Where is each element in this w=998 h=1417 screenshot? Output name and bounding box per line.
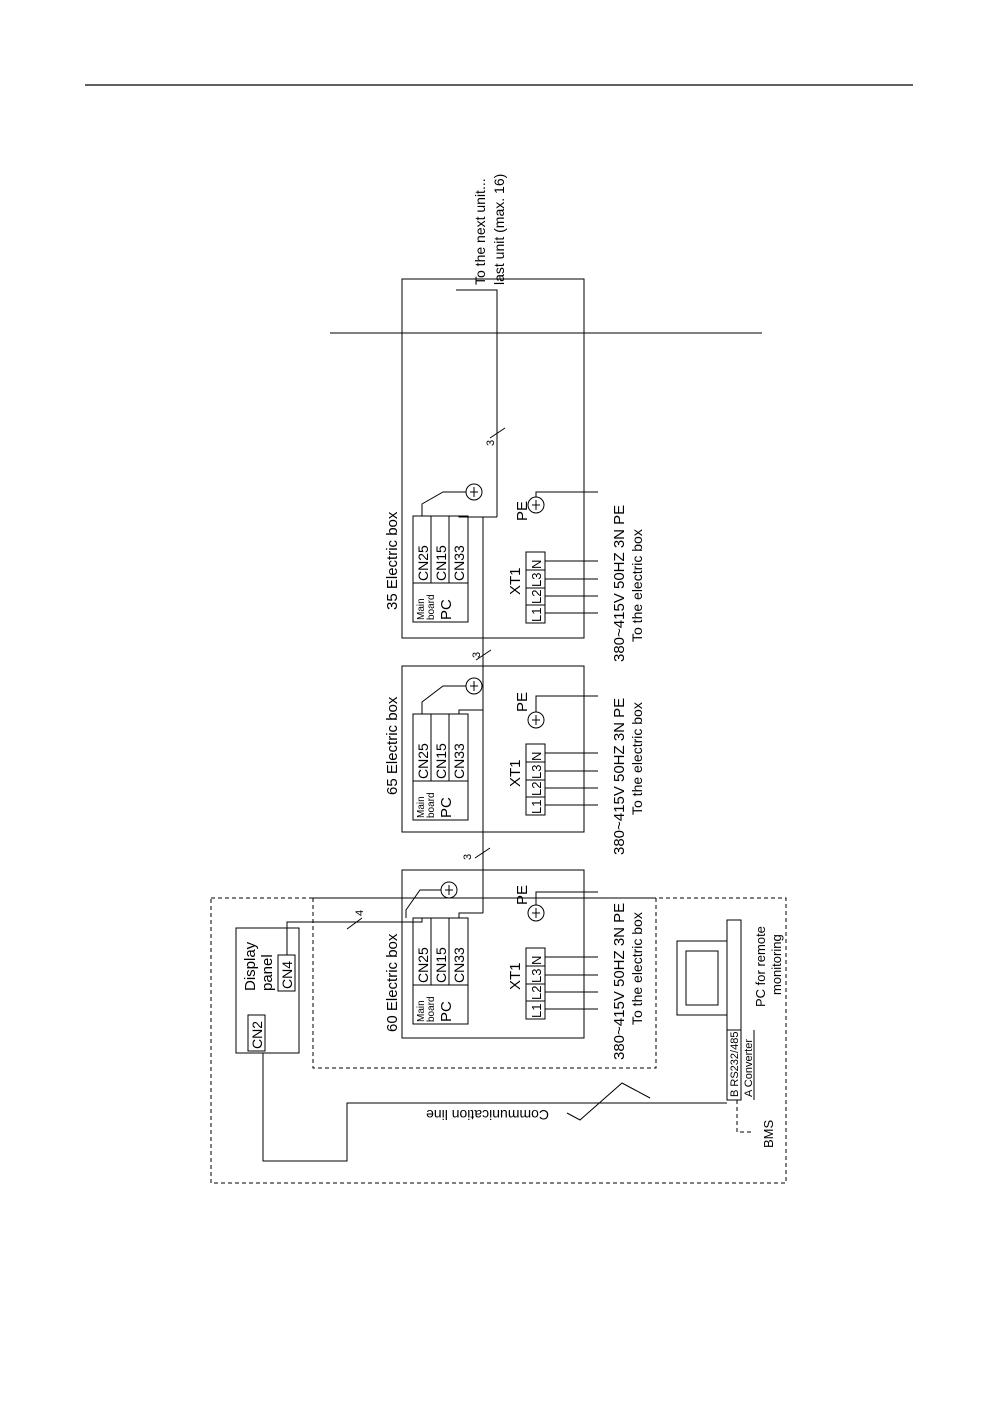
- terminal-n: N: [529, 560, 544, 569]
- wire-count-slash: [346, 917, 363, 930]
- main-board-label-line2: board: [426, 792, 437, 818]
- wire-count-slash: [475, 649, 492, 661]
- ground-wire: [421, 491, 466, 516]
- wire-count-label: 3: [462, 854, 474, 860]
- connector-cn15: CN15: [433, 947, 449, 983]
- pe-label: PE: [514, 501, 531, 521]
- electric-box-frame: [401, 665, 585, 833]
- pc-monitor-screen: [685, 950, 719, 1006]
- power-label-line2: To the electric box: [629, 912, 645, 1025]
- next-unit-label-line1: To the next unit...: [472, 178, 488, 285]
- power-label-line1: 380~415V 50HZ 3N PE: [611, 903, 628, 1060]
- connector-cn4: CN4: [279, 961, 295, 989]
- terminal-n: N: [529, 752, 544, 761]
- connector-cn15: CN15: [433, 545, 449, 581]
- pc-monitor-frame: [676, 940, 728, 1016]
- terminal-l1: L1: [529, 800, 544, 814]
- cn33-wire: [458, 709, 483, 714]
- terminal-l1: L1: [529, 1004, 544, 1018]
- pc-label: PC: [438, 599, 455, 620]
- ground-symbol: [465, 677, 483, 695]
- converter-label-line2: A Converter: [743, 1039, 755, 1097]
- connector-cn33: CN33: [451, 743, 467, 779]
- connector-cn2-box: [247, 1014, 266, 1052]
- wire-count-label: 3: [471, 652, 483, 658]
- terminal-l3: L3: [529, 969, 544, 983]
- pc-remote-label-line1: PC for remote: [753, 926, 768, 1007]
- electric-box-title: 35 Electric box: [384, 511, 401, 610]
- display-to-board-wire: [286, 918, 423, 955]
- ground-symbol: [465, 483, 483, 501]
- cn33-wire: [458, 912, 483, 918]
- bms-dashed-lead: [736, 1100, 752, 1133]
- main-board: [412, 917, 469, 1025]
- terminal-l2: L2: [529, 590, 544, 604]
- xt1-label: XT1: [507, 759, 524, 787]
- communication-line-label: Communication line: [426, 1107, 549, 1123]
- bms-label: BMS: [761, 1120, 776, 1149]
- inner-dashed-enclosure: [312, 897, 657, 1069]
- wire-count-slash: [474, 847, 491, 859]
- terminal-l2: L2: [529, 986, 544, 1000]
- connector-cn33: CN33: [451, 545, 467, 581]
- ground-wire: [421, 685, 466, 714]
- pe-wire: [535, 491, 598, 497]
- terminal-n: N: [529, 956, 544, 965]
- power-label-line1: 380~415V 50HZ 3N PE: [611, 505, 628, 662]
- wire-count-label: 4: [354, 910, 366, 916]
- pe-wire: [535, 891, 598, 905]
- terminal-l2: L2: [529, 782, 544, 796]
- main-board-label-line1: Main: [416, 1000, 427, 1022]
- power-label-line2: To the electric box: [629, 529, 645, 642]
- connector-cn25: CN25: [415, 743, 431, 779]
- power-label-line2: To the electric box: [629, 702, 645, 815]
- communication-wire: [262, 1053, 727, 1162]
- next-unit-label-line2: last unit (max. 16): [491, 174, 507, 285]
- converter-label-line1: B RS232/485: [729, 1032, 741, 1097]
- main-board-label-line1: Main: [416, 598, 427, 620]
- converter: [726, 1029, 742, 1101]
- connector-cn33: CN33: [451, 947, 467, 983]
- xt1-label: XT1: [507, 962, 524, 990]
- communication-break: [566, 1082, 651, 1121]
- wire-count-slash: [489, 427, 506, 439]
- xt1-label: XT1: [507, 567, 524, 595]
- terminal-l1: L1: [529, 608, 544, 622]
- terminal-l3: L3: [529, 765, 544, 779]
- terminal-l3: L3: [529, 573, 544, 587]
- display-panel: [235, 927, 300, 1054]
- connector-cn25: CN25: [415, 947, 431, 983]
- main-board-label-line2: board: [426, 594, 437, 620]
- electric-box-60: 60 Electric box Main board PC CN25 CN15 …: [384, 869, 645, 1060]
- electric-box-frame: [401, 869, 585, 1039]
- electric-box-65: 65 Electric box Main board PC CN25 CN15 …: [384, 665, 645, 855]
- connector-cn2: CN2: [249, 1021, 265, 1049]
- main-board-label-line2: board: [426, 996, 437, 1022]
- main-board: [412, 713, 469, 821]
- electric-box-title: 65 Electric box: [384, 696, 401, 795]
- next-unit-lead: [456, 289, 498, 292]
- connector-cn25: CN25: [415, 545, 431, 581]
- wire-count-label: 3: [485, 440, 497, 446]
- main-board-label-line1: Main: [416, 796, 427, 818]
- pc-remote-label-line2: monitoring: [769, 934, 784, 995]
- display-panel-label-line1: Display: [242, 941, 259, 991]
- pc-label: PC: [438, 1001, 455, 1022]
- cn33-wire: [458, 516, 497, 518]
- ground-wire: [405, 889, 441, 918]
- display-panel-label-line2: panel: [259, 954, 276, 991]
- pe-label: PE: [514, 692, 531, 712]
- pe-label: PE: [514, 885, 531, 905]
- electric-box-frame: [401, 278, 585, 639]
- connector-cn15: CN15: [433, 743, 449, 779]
- main-board: [412, 515, 469, 623]
- pe-wire: [535, 695, 598, 712]
- electric-box-35: 35 Electric box Main board PC CN25 CN15 …: [384, 278, 645, 662]
- electric-box-title: 60 Electric box: [384, 933, 401, 1032]
- pc-label: PC: [438, 797, 455, 818]
- power-label-line1: 380~415V 50HZ 3N PE: [611, 698, 628, 855]
